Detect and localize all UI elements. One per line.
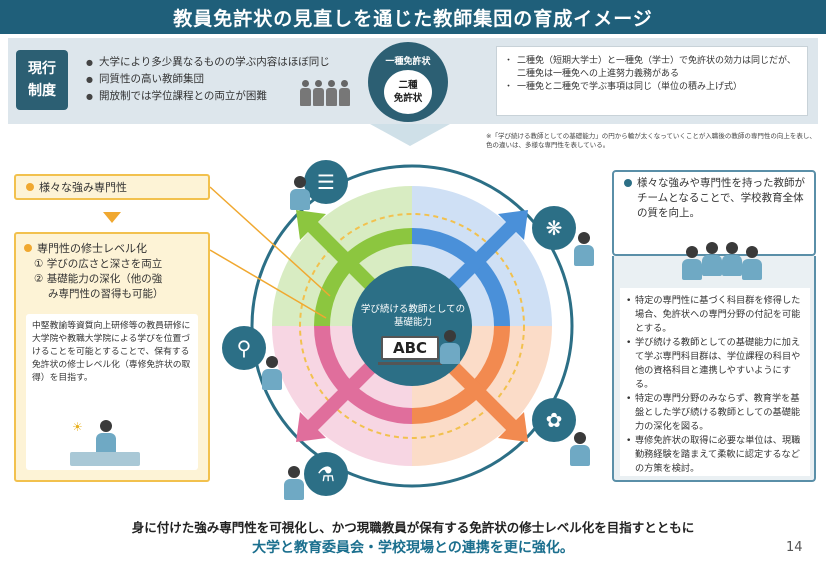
brain-icon: ❋ — [532, 206, 576, 250]
teacher-team-icon — [680, 238, 762, 284]
current-note: 一種免と二種免で学ぶ事項は同じ（単位の積み上げ式） — [504, 81, 804, 94]
arrow-blue — [447, 210, 528, 291]
connector-line — [209, 249, 327, 319]
page-title: 教員免許状の見直しを通じた教師集団の育成イメージ — [173, 7, 653, 30]
lightbulb-icon: ☀ — [72, 420, 83, 434]
current-bullet: 同質性の高い教師集団 — [86, 71, 326, 88]
footnote: ※「学び続ける教師としての基礎能力」の円から輪が太くなっていくことが入職後の教師… — [486, 132, 816, 149]
summary-line-1: 身に付けた強み専門性を可視化し、かつ現職教員が保有する免許状の修士レベル化を目指… — [131, 520, 695, 535]
person-icon — [300, 80, 311, 106]
whiteboard-stand — [378, 362, 442, 365]
current-notes-list: 二種免（短期大学士）と一種免（学士）で免許状の効力は同じだが、二種免は一種免への… — [504, 55, 804, 94]
person-icon — [313, 80, 324, 106]
person-icon — [339, 80, 350, 106]
arrow-orange — [447, 361, 528, 442]
policy-item: 特定の専門分野のみならず、教育学を基盤とした学び続ける教師としての基礎能力の深化… — [626, 392, 808, 434]
teacher-figure — [570, 432, 590, 466]
page-number: 14 — [786, 540, 803, 555]
person-icon — [326, 80, 337, 106]
current-bullet: 大学により多少異なるものの学ぶ内容はほぼ同じ — [86, 54, 330, 71]
outer-ring — [250, 164, 574, 488]
masters-level-item: み専門性の習得も可能） — [48, 288, 164, 300]
masters-level-item: ② 基礎能力の深化（他の強 — [34, 273, 163, 285]
arrow-pink — [296, 361, 377, 442]
desk-laptop-icon — [70, 452, 140, 466]
plant-icon: ✿ — [532, 398, 576, 442]
down-triangle-icon — [103, 212, 121, 223]
center-label: 学び続ける教師としての 基礎能力 — [360, 304, 466, 328]
masters-level-title-row: 専門性の修士レベル化 — [24, 240, 147, 256]
bullet-dot — [624, 179, 632, 187]
policy-item: 専修免許状の取得に必要な単位は、現職勤務経験を踏まえて柔軟に認定するなどの方策を… — [626, 434, 808, 476]
current-bullet: 開放制では学位課程との両立が困難 — [86, 88, 326, 105]
policy-item: 特定の専門性に基づく科目群を修得した場合、免許状への専門分野の付記を可能とする。 — [626, 294, 808, 336]
summary-line-2: 大学と教育委員会・学校現場との連携を更に強化。 — [252, 540, 574, 556]
title-bar: 教員免許状の見直しを通じた教師集団の育成イメージ — [0, 0, 826, 34]
teacher-at-desk — [96, 420, 116, 454]
masters-level-item: ① 学びの広さと深さを両立 — [34, 258, 163, 270]
bullet-dot — [24, 244, 32, 252]
flask-icon: ⚗ — [304, 452, 348, 496]
policy-list: 特定の専門性に基づく科目群を修得した場合、免許状への専門分野の付記を可能とする。… — [626, 294, 808, 476]
dashed-ring — [299, 213, 525, 439]
connector-line — [209, 186, 331, 297]
teacher-figure — [742, 246, 762, 280]
diverse-strengths-label: 様々な強み専門性 — [39, 181, 127, 194]
team-quality-row: 様々な強みや専門性を持った教師がチームとなることで、学校教育全体の質を向上。 — [624, 176, 810, 221]
masters-level-detail: 中堅教諭等資質向上研修等の教員研修に大学院や教職大学院による学びを位置づけること… — [32, 321, 191, 383]
diverse-strengths-box: 様々な強み専門性 — [14, 174, 210, 200]
current-system-label: 現行 制度 — [16, 50, 68, 110]
current-note: 二種免（短期大学士）と一種免（学士）で免許状の効力は同じだが、二種免は一種免への… — [504, 55, 804, 81]
arrow-green — [296, 210, 377, 291]
teacher-figure — [722, 242, 742, 276]
magnifier-icon: ⚲ — [222, 326, 266, 370]
teacher-figure — [262, 356, 282, 390]
teacher-figure — [284, 466, 304, 500]
teacher-figure — [574, 232, 594, 266]
license-badge-inner-label: 二種 免許状 — [384, 70, 432, 114]
down-arrow-icon — [370, 124, 450, 146]
team-quality-headline: 様々な強みや専門性を持った教師がチームとなることで、学校教育全体の質を向上。 — [637, 177, 805, 219]
uniform-teachers-icon — [300, 80, 350, 106]
whiteboard: ABC — [381, 336, 439, 360]
teacher-figure — [682, 246, 702, 280]
current-system-bullets: 大学により多少異なるものの学ぶ内容はほぼ同じ 同質性の高い教師集団 開放制では学… — [86, 54, 330, 105]
bullet-dot — [26, 183, 34, 191]
teacher-figure — [290, 176, 310, 210]
masters-level-title: 専門性の修士レベル化 — [37, 242, 147, 255]
policy-item: 学び続ける教師としての基礎能力に加えて学ぶ専門科目群は、学位課程の科目や他の資格… — [626, 336, 808, 392]
teacher-figure — [440, 330, 460, 364]
books-icon: ☰ — [304, 160, 348, 204]
license-badge-outer-label: 一種免許状 — [385, 57, 431, 67]
teacher-figure — [702, 242, 722, 276]
